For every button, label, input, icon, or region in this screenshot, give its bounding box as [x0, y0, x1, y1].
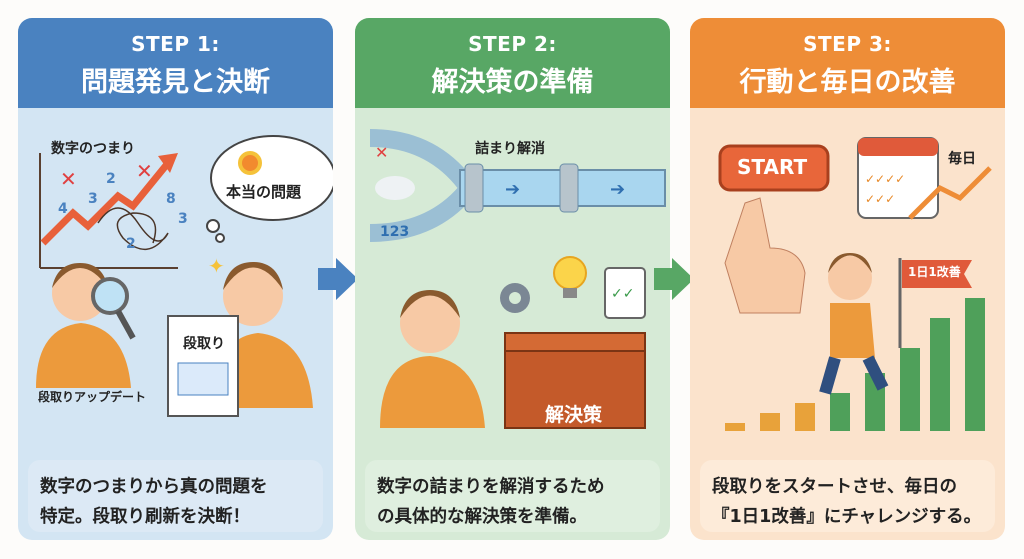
- unclog-label: 詰まり解消: [475, 141, 545, 157]
- svg-text:123: 123: [380, 224, 409, 240]
- dandori-scroll-label: 段取り: [183, 336, 225, 352]
- flag-icon: [898, 258, 972, 348]
- growth-bars-icon: [725, 298, 985, 431]
- svg-text:8: 8: [166, 191, 176, 207]
- step-1-description: 数字のつまりから真の問題を 特定。段取り刷新を決断！: [28, 460, 323, 532]
- problem-discovery-illustration: ✕ ✕ 4 3 2 8 3 2: [36, 135, 333, 417]
- step-1-label: STEP 1:: [131, 32, 220, 56]
- svg-text:✓✓✓: ✓✓✓: [865, 192, 895, 206]
- daily-label: 毎日: [948, 151, 976, 167]
- svg-text:✓✓✓✓: ✓✓✓✓: [865, 172, 905, 186]
- step-2-header: STEP 2: 解決策の準備: [355, 18, 670, 108]
- svg-text:✕: ✕: [375, 143, 388, 162]
- person-with-magnifier-icon: [36, 263, 136, 388]
- svg-text:✦: ✦: [208, 254, 225, 278]
- description-line: 段取りをスタートさせ、毎日の: [712, 477, 957, 497]
- step-3-description: 段取りをスタートさせ、毎日の 『1日1改善』にチャレンジする。: [700, 460, 995, 532]
- checklist-icon: ✓✓: [604, 267, 646, 319]
- step-2-description: 数字の詰まりを解消するため の具体的な解決策を準備。: [365, 460, 660, 532]
- svg-text:4: 4: [58, 201, 68, 217]
- svg-text:✕: ✕: [60, 167, 77, 191]
- step-1-title: 問題発見と決断: [81, 67, 270, 98]
- svg-text:3: 3: [178, 211, 188, 227]
- svg-text:2: 2: [126, 236, 136, 252]
- step-2-label: STEP 2:: [468, 32, 557, 56]
- pipe-icon: ➔ ➔ ✕ 123: [369, 129, 666, 242]
- step-2-panel: STEP 2: 解決策の準備 ➔ ➔ ✕ 123 ✓✓: [355, 18, 670, 540]
- person-with-wrench-icon: [380, 290, 485, 428]
- solution-box-label: 解決策: [545, 404, 603, 426]
- dandori-update-label: 段取りアップデート: [38, 390, 147, 404]
- tangled-chart-icon: ✕ ✕ 4 3 2 8 3 2: [39, 153, 188, 269]
- svg-text:✓✓: ✓✓: [611, 286, 634, 302]
- description-line: 特定。段取り刷新を決断！: [40, 507, 250, 527]
- step-2-title: 解決策の準備: [431, 67, 594, 98]
- thought-cloud-icon: [206, 135, 333, 243]
- step-3-header: STEP 3: 行動と毎日の改善: [690, 18, 1005, 108]
- calendar-icon: ✓✓✓✓ ✓✓✓: [857, 137, 992, 220]
- step-1-illustration: ✕ ✕ 4 3 2 8 3 2: [18, 108, 333, 443]
- svg-text:➔: ➔: [610, 179, 625, 200]
- start-button-icon: [718, 144, 830, 192]
- svg-text:2: 2: [106, 171, 116, 187]
- lightbulb-icon: [553, 256, 587, 298]
- toolbox-icon: [504, 332, 646, 429]
- svg-text:3: 3: [88, 191, 98, 207]
- step-3-label: STEP 3:: [803, 32, 892, 56]
- svg-text:✕: ✕: [136, 159, 153, 183]
- step-3-panel: STEP 3: 行動と毎日の改善 ✓✓✓✓ ✓✓✓: [690, 18, 1005, 540]
- step-3-title: 行動と毎日の改善: [739, 67, 956, 98]
- step-1-header: STEP 1: 問題発見と決断: [18, 18, 333, 108]
- step-1-panel: STEP 1: 問題発見と決断 ✕ ✕ 4 3 2 8 3 2: [18, 18, 333, 540]
- start-button: START: [737, 155, 808, 179]
- flag-label: 1日1改善: [908, 265, 961, 279]
- real-problem-label: 本当の問題: [226, 183, 302, 201]
- description-line: 数字のつまりから真の問題を: [40, 477, 268, 497]
- description-line: 数字の詰まりを解消するため: [377, 477, 605, 497]
- svg-text:➔: ➔: [505, 179, 520, 200]
- description-line: の具体的な解決策を準備。: [377, 507, 587, 527]
- person-with-scroll-icon: ✦: [167, 254, 313, 417]
- hand-pointer-icon: [724, 197, 806, 314]
- solution-illustration: ➔ ➔ ✕ 123 ✓✓: [369, 129, 666, 429]
- gear-icon: [500, 283, 530, 313]
- step-3-illustration: ✓✓✓✓ ✓✓✓: [690, 108, 1005, 443]
- description-line: 『1日1改善』にチャレンジする。: [712, 507, 982, 527]
- clog-label: 数字のつまり: [51, 141, 135, 157]
- action-illustration: ✓✓✓✓ ✓✓✓: [718, 137, 992, 431]
- climbing-person-icon: [819, 253, 889, 395]
- step-2-illustration: ➔ ➔ ✕ 123 ✓✓ 詰まり解消 解決策: [355, 108, 670, 443]
